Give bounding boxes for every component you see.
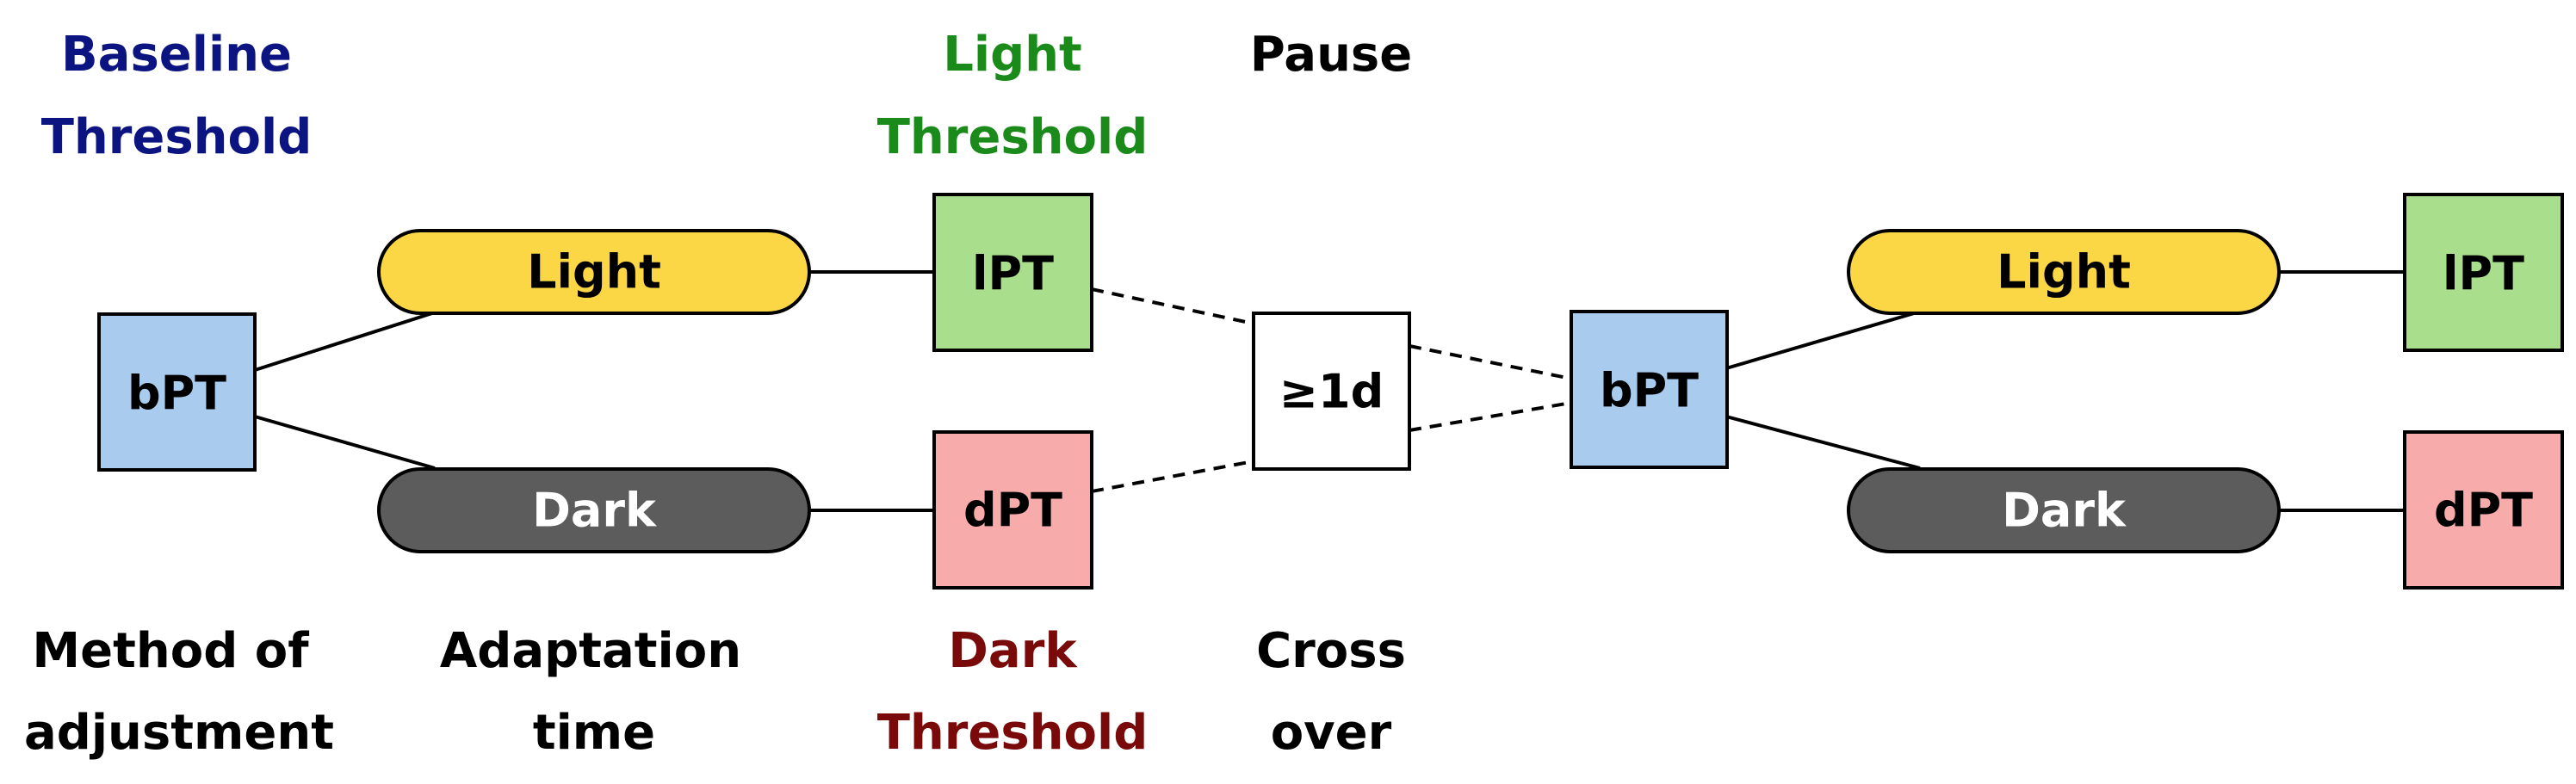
light-threshold-label-line1: Light xyxy=(943,27,1082,83)
dash-lpt1-pause xyxy=(1091,287,1254,325)
pause-box-label: ≥1d xyxy=(1279,365,1384,419)
connector-bpt2-light xyxy=(1725,310,1921,370)
light-pill-2-label: Light xyxy=(1997,245,2131,299)
baseline-box-2-label: bPT xyxy=(1600,364,1699,418)
connector-bpt2-dark xyxy=(1725,415,1921,470)
dark-box-1 xyxy=(932,430,1093,590)
dash-pause-bpt2-top xyxy=(1409,344,1572,380)
dark-pill-1 xyxy=(377,467,811,553)
session-1: bPT Light Dark lPT dPT xyxy=(97,193,1093,590)
pause-group: ≥1d xyxy=(1252,312,1411,471)
cross-over-label-line1: Cross xyxy=(1256,623,1406,679)
dash-pause-bpt2-bottom xyxy=(1409,401,1572,432)
light-threshold-label-line2: Threshold xyxy=(877,109,1149,165)
dashed-crossover-lines xyxy=(1091,287,1572,493)
connector-bpt1-light xyxy=(254,311,436,372)
session-2: bPT Light Dark lPT dPT xyxy=(1570,193,2564,590)
light-pill-2 xyxy=(1847,229,2281,315)
adaptation-label-line2: time xyxy=(533,705,655,761)
adaptation-label-line1: Adaptation xyxy=(440,623,741,679)
light-box-1 xyxy=(932,193,1093,352)
dark-box-1-label: dPT xyxy=(963,484,1062,538)
dark-box-2 xyxy=(2403,430,2564,590)
connector-bpt1-dark xyxy=(254,415,436,470)
light-pill-1 xyxy=(377,229,811,315)
light-box-2 xyxy=(2403,193,2564,352)
baseline-box-2 xyxy=(1570,310,1729,469)
light-box-2-label: lPT xyxy=(2443,247,2524,301)
baseline-threshold-label-line2: Threshold xyxy=(41,109,313,165)
pause-label: Pause xyxy=(1250,27,1413,83)
baseline-threshold-label-line1: Baseline xyxy=(61,27,292,83)
pause-box xyxy=(1252,312,1411,471)
dark-pill-1-label: Dark xyxy=(532,484,657,538)
solid-connectors xyxy=(254,270,2405,512)
light-pill-1-label: Light xyxy=(527,245,661,299)
dark-threshold-label-line1: Dark xyxy=(948,623,1078,679)
bottom-labels: Method of adjustment Adaptation time Dar… xyxy=(24,623,1406,761)
method-label-line1: Method of xyxy=(32,623,309,679)
dark-threshold-label-line2: Threshold xyxy=(877,705,1149,761)
dark-pill-2-label: Dark xyxy=(2002,484,2127,538)
dark-pill-2 xyxy=(1847,467,2281,553)
baseline-box-1-label: bPT xyxy=(127,367,226,421)
dash-dpt1-pause xyxy=(1091,460,1254,493)
dark-box-2-label: dPT xyxy=(2434,484,2533,538)
top-labels: Baseline Threshold Light Threshold Pause xyxy=(41,27,1413,165)
cross-over-label-line2: over xyxy=(1271,705,1392,761)
method-label-line2: adjustment xyxy=(24,705,334,761)
baseline-box-1 xyxy=(97,312,257,472)
light-box-1-label: lPT xyxy=(972,247,1054,301)
